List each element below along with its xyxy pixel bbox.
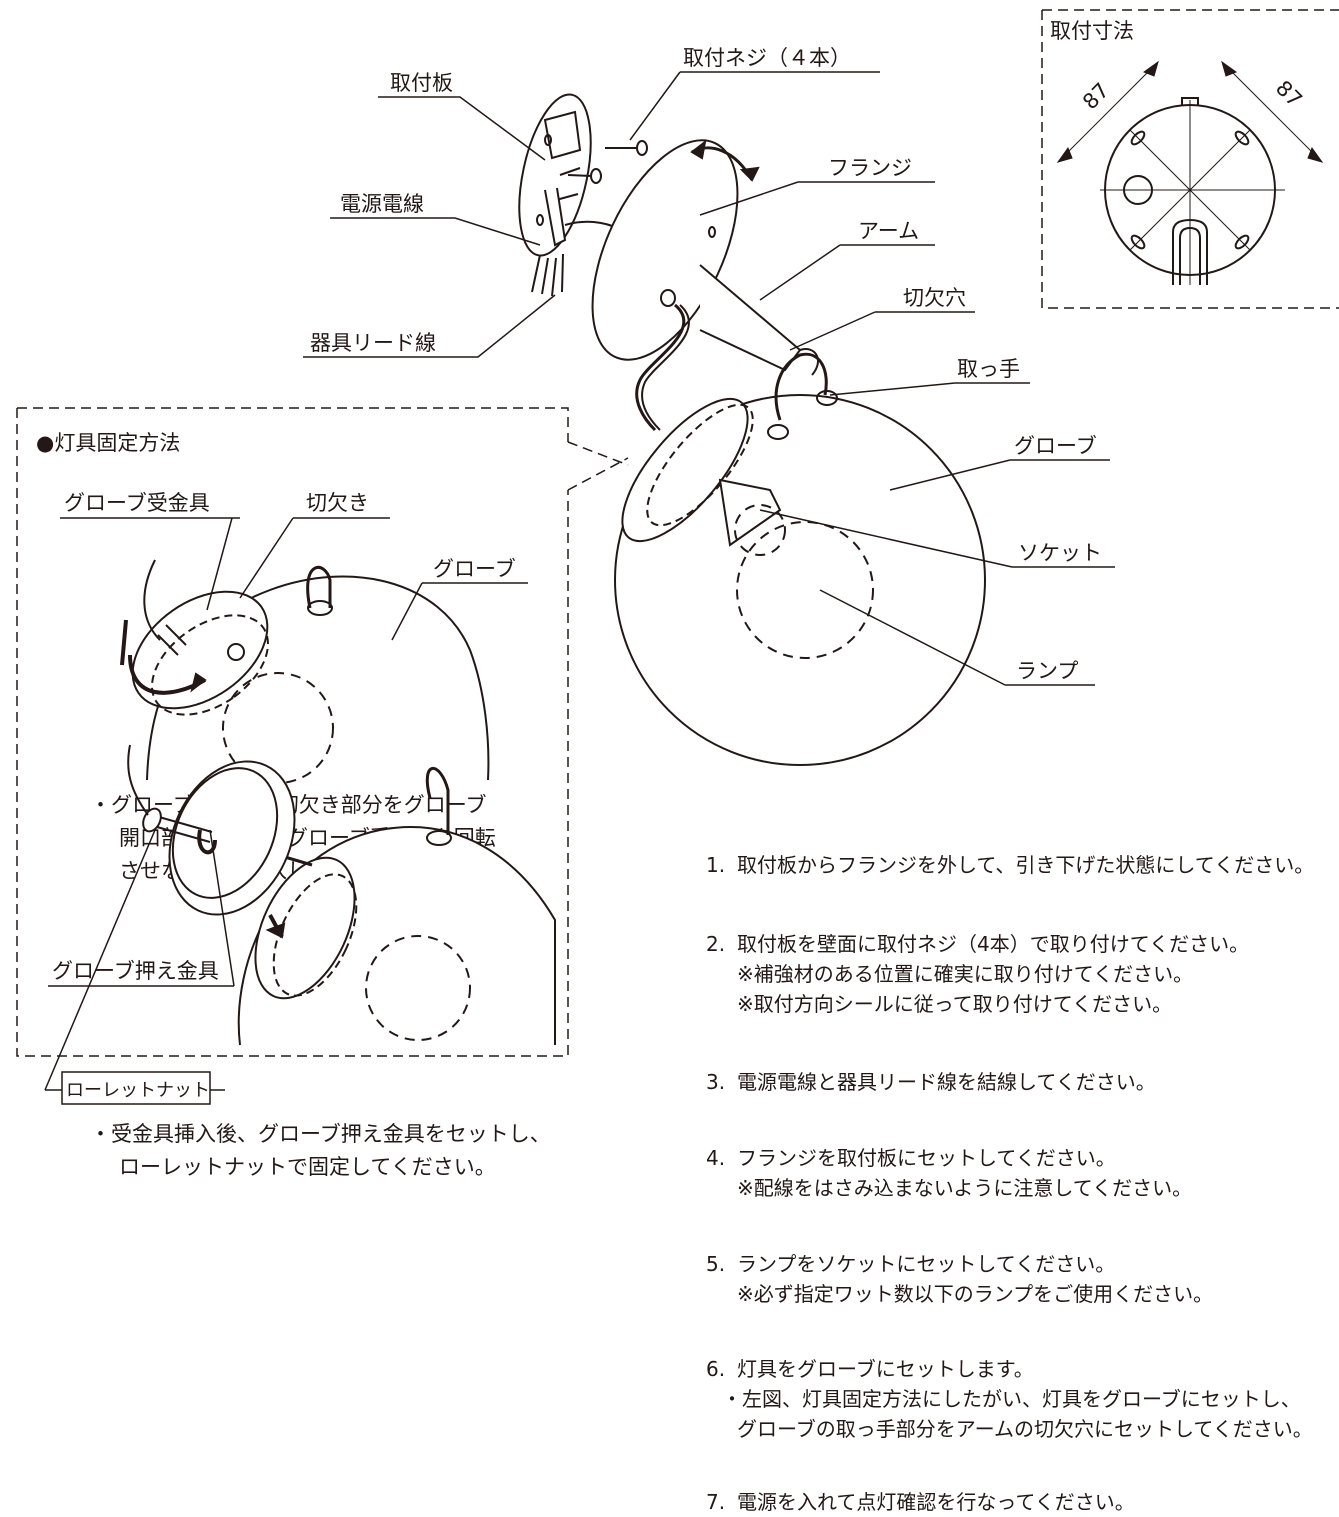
step-3-number: 3. (706, 1070, 726, 1094)
label-fixture-lead-wire: 器具リード線 (310, 331, 436, 355)
fix-illustration-upper (120, 559, 490, 784)
step-1-text: 取付板からフランジを外して、引き下げた状態にしてください。 (737, 853, 1315, 877)
label-notch: 切欠き (306, 491, 369, 515)
step-7: 7. 電源を入れて点灯確認を行なってください。 (706, 1487, 1135, 1517)
step-4-number: 4. (706, 1146, 726, 1170)
step-6: 6. 灯具をグローブにセットします。 ・左図、灯具固定方法にしたがい、灯具をグロー… (706, 1354, 1313, 1444)
step-4: 4. フランジを取付板にセットしてください。 ※配線をはさみ込まないように注意して… (706, 1143, 1192, 1203)
mounting-plate-drawing (518, 93, 592, 297)
dimension-left: 87 (1078, 78, 1114, 114)
step-7-number: 7. (706, 1490, 726, 1514)
fix-illustration-lower (127, 744, 556, 1046)
label-handle: 取っ手 (957, 357, 1020, 381)
label-notch-hole: 切欠穴 (903, 286, 966, 310)
arm-drawing (699, 264, 819, 376)
step-5: 5. ランプをソケットにセットしてください。 ※必ず指定ワット数以下のランプをご使… (706, 1249, 1213, 1309)
label-globe-receiver: グローブ受金具 (64, 491, 210, 515)
label-fix-globe: グローブ (433, 557, 516, 581)
step-2-text: 取付板を壁面に取付ネジ（4本）で取り付けてください。 (737, 932, 1250, 956)
label-globe: グローブ (1014, 434, 1097, 458)
step-2: 2. 取付板を壁面に取付ネジ（4本）で取り付けてください。 ※補強材のある位置に確… (706, 929, 1249, 1019)
step-6-note-1: ・左図、灯具固定方法にしたがい、灯具をグローブにセットし、 (722, 1387, 1301, 1411)
step-3: 3. 電源電線と器具リード線を結線してください。 (706, 1067, 1156, 1097)
step-6-note-2: グローブの取っ手部分をアームの切欠穴にセットしてください。 (737, 1417, 1313, 1441)
fix-note2-line2: ローレットナットで固定してください。 (119, 1155, 496, 1179)
label-power-wire: 電源電線 (340, 192, 424, 216)
fix-method-box (16, 407, 629, 1057)
label-arm: アーム (858, 219, 919, 243)
step-1: 1. 取付板からフランジを外して、引き下げた状態にしてください。 (706, 850, 1314, 880)
dimension-title: 取付寸法 (1050, 19, 1134, 43)
screws-drawing (567, 140, 648, 184)
step-5-note-1: ※必ず指定ワット数以下のランプをご使用ください。 (737, 1282, 1214, 1306)
flange-drawing (591, 139, 739, 361)
label-mounting-screws: 取付ネジ（４本） (683, 46, 851, 70)
step-5-text: ランプをソケットにセットしてください。 (737, 1252, 1116, 1276)
label-lamp: ランプ (1016, 659, 1078, 683)
dimension-box (1041, 9, 1339, 309)
label-socket: ソケット (1018, 541, 1102, 565)
installation-diagram: 取付板 取付ネジ（４本） フランジ 電源電線 アーム 切欠穴 器具リード線 取っ… (16, 9, 1339, 1179)
step-1-number: 1. (706, 853, 726, 877)
step-6-number: 6. (706, 1357, 726, 1381)
step-7-text: 電源を入れて点灯確認を行なってください。 (737, 1490, 1135, 1514)
label-mounting-plate: 取付板 (390, 71, 453, 95)
step-4-text: フランジを取付板にセットしてください。 (737, 1146, 1116, 1170)
step-2-note-2: ※取付方向シールに従って取り付けてください。 (737, 992, 1173, 1016)
label-knurled-nut: ローレットナット (66, 1080, 210, 1101)
main-labels (303, 71, 1115, 686)
label-flange: フランジ (828, 156, 912, 180)
step-3-text: 電源電線と器具リード線を結線してください。 (737, 1070, 1156, 1094)
step-5-number: 5. (706, 1252, 726, 1276)
globe-drawing (614, 352, 986, 766)
step-4-note-1: ※配線をはさみ込まないように注意してください。 (737, 1176, 1193, 1200)
dimension-right: 87 (1271, 76, 1307, 112)
fix-upper-labels (60, 517, 528, 641)
step-2-number: 2. (706, 932, 726, 956)
fix-method-title: ●灯具固定方法 (36, 431, 180, 455)
step-6-text: 灯具をグローブにセットします。 (737, 1357, 1034, 1381)
label-globe-holder: グローブ押え金具 (52, 959, 219, 983)
fix-note2-line1: ・受金具挿入後、グローブ押え金具をセットし、 (90, 1122, 551, 1146)
step-2-note-1: ※補強材のある位置に確実に取り付けてください。 (737, 962, 1194, 986)
